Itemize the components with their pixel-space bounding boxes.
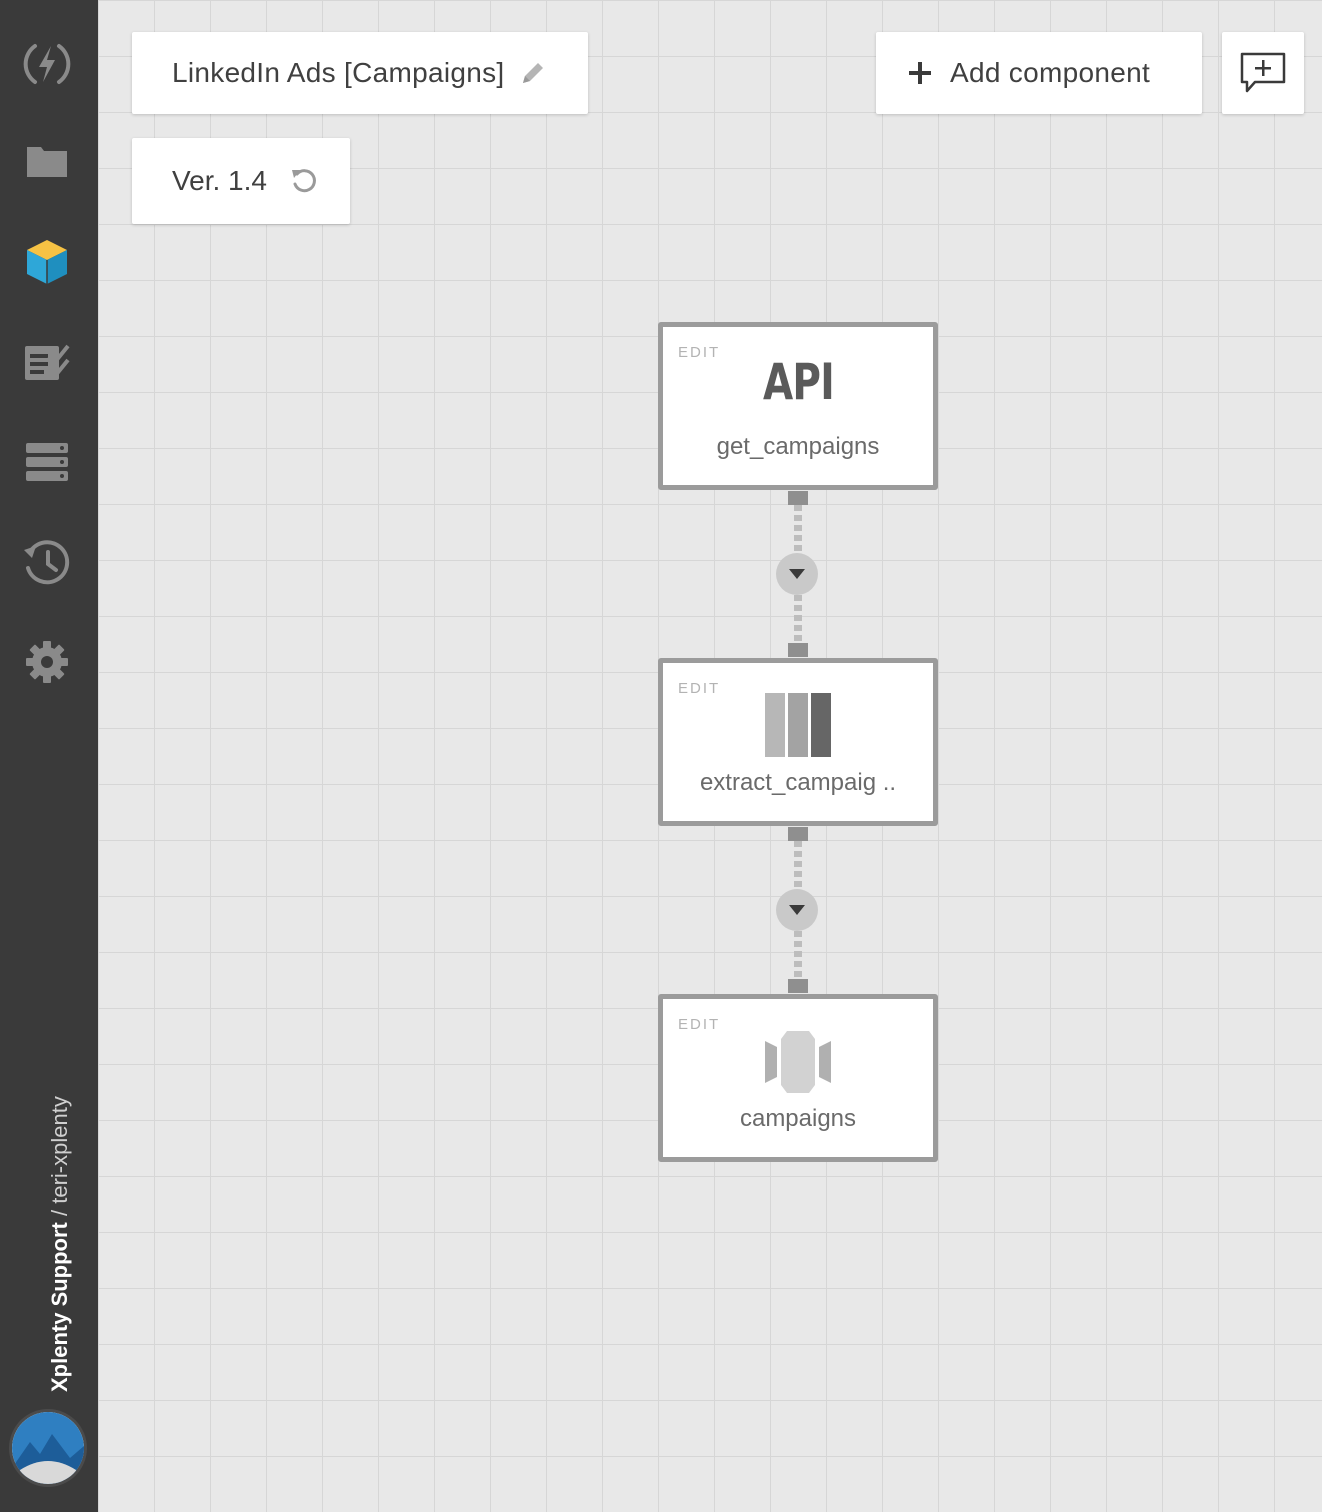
lightning-icon[interactable] <box>19 36 75 92</box>
jobs-checklist-icon[interactable] <box>19 334 75 390</box>
folder-icon[interactable] <box>19 134 75 190</box>
add-note-icon <box>1239 51 1287 95</box>
edit-link[interactable]: EDIT <box>678 680 721 697</box>
account-separator: / <box>47 1203 72 1223</box>
package-title-card: LinkedIn Ads [Campaigns] <box>132 32 588 114</box>
component-api[interactable]: EDIT API get_campaigns <box>658 322 938 490</box>
edit-link[interactable]: EDIT <box>678 344 721 361</box>
component-name: get_campaigns <box>716 433 880 460</box>
pencil-icon[interactable] <box>519 59 547 87</box>
account-switcher[interactable]: Xplenty Support / teri-xplenty <box>47 1052 73 1392</box>
connector-dropdown-button[interactable] <box>776 889 818 931</box>
input-port[interactable] <box>788 979 808 993</box>
account-name: Xplenty Support <box>47 1222 72 1392</box>
component-select[interactable]: EDIT extract_campaig .. <box>658 658 938 826</box>
add-note-button[interactable] <box>1222 32 1304 114</box>
component-type-label: API <box>762 353 835 411</box>
history-clock-icon[interactable] <box>19 534 75 590</box>
triangle-down-icon <box>789 905 805 915</box>
user-name: teri-xplenty <box>47 1096 72 1204</box>
version-label: Ver. 1.4 <box>172 165 267 196</box>
clusters-icon[interactable] <box>19 434 75 490</box>
input-port[interactable] <box>788 643 808 657</box>
connector-dropdown-button[interactable] <box>776 553 818 595</box>
triangle-down-icon <box>789 569 805 579</box>
component-name: extract_campaig .. <box>699 769 897 796</box>
gear-icon[interactable] <box>19 634 75 690</box>
component-destination[interactable]: EDIT campaigns <box>658 994 938 1162</box>
plus-icon <box>908 61 932 85</box>
output-port[interactable] <box>788 827 808 841</box>
sidebar: Xplenty Support / teri-xplenty <box>0 0 98 1512</box>
destination-icon <box>663 1029 933 1095</box>
package-icon[interactable] <box>19 234 75 290</box>
version-card: Ver. 1.4 <box>132 138 350 224</box>
package-title[interactable]: LinkedIn Ads [Campaigns] <box>172 57 505 88</box>
component-name: campaigns <box>739 1105 857 1132</box>
avatar[interactable] <box>12 1412 84 1484</box>
api-icon: API <box>663 357 933 407</box>
edit-link[interactable]: EDIT <box>678 1016 721 1033</box>
add-component-label: Add component <box>950 57 1151 88</box>
add-component-button[interactable]: Add component <box>876 32 1202 114</box>
output-port[interactable] <box>788 491 808 505</box>
select-columns-icon <box>663 693 933 759</box>
revert-icon[interactable] <box>289 166 319 196</box>
